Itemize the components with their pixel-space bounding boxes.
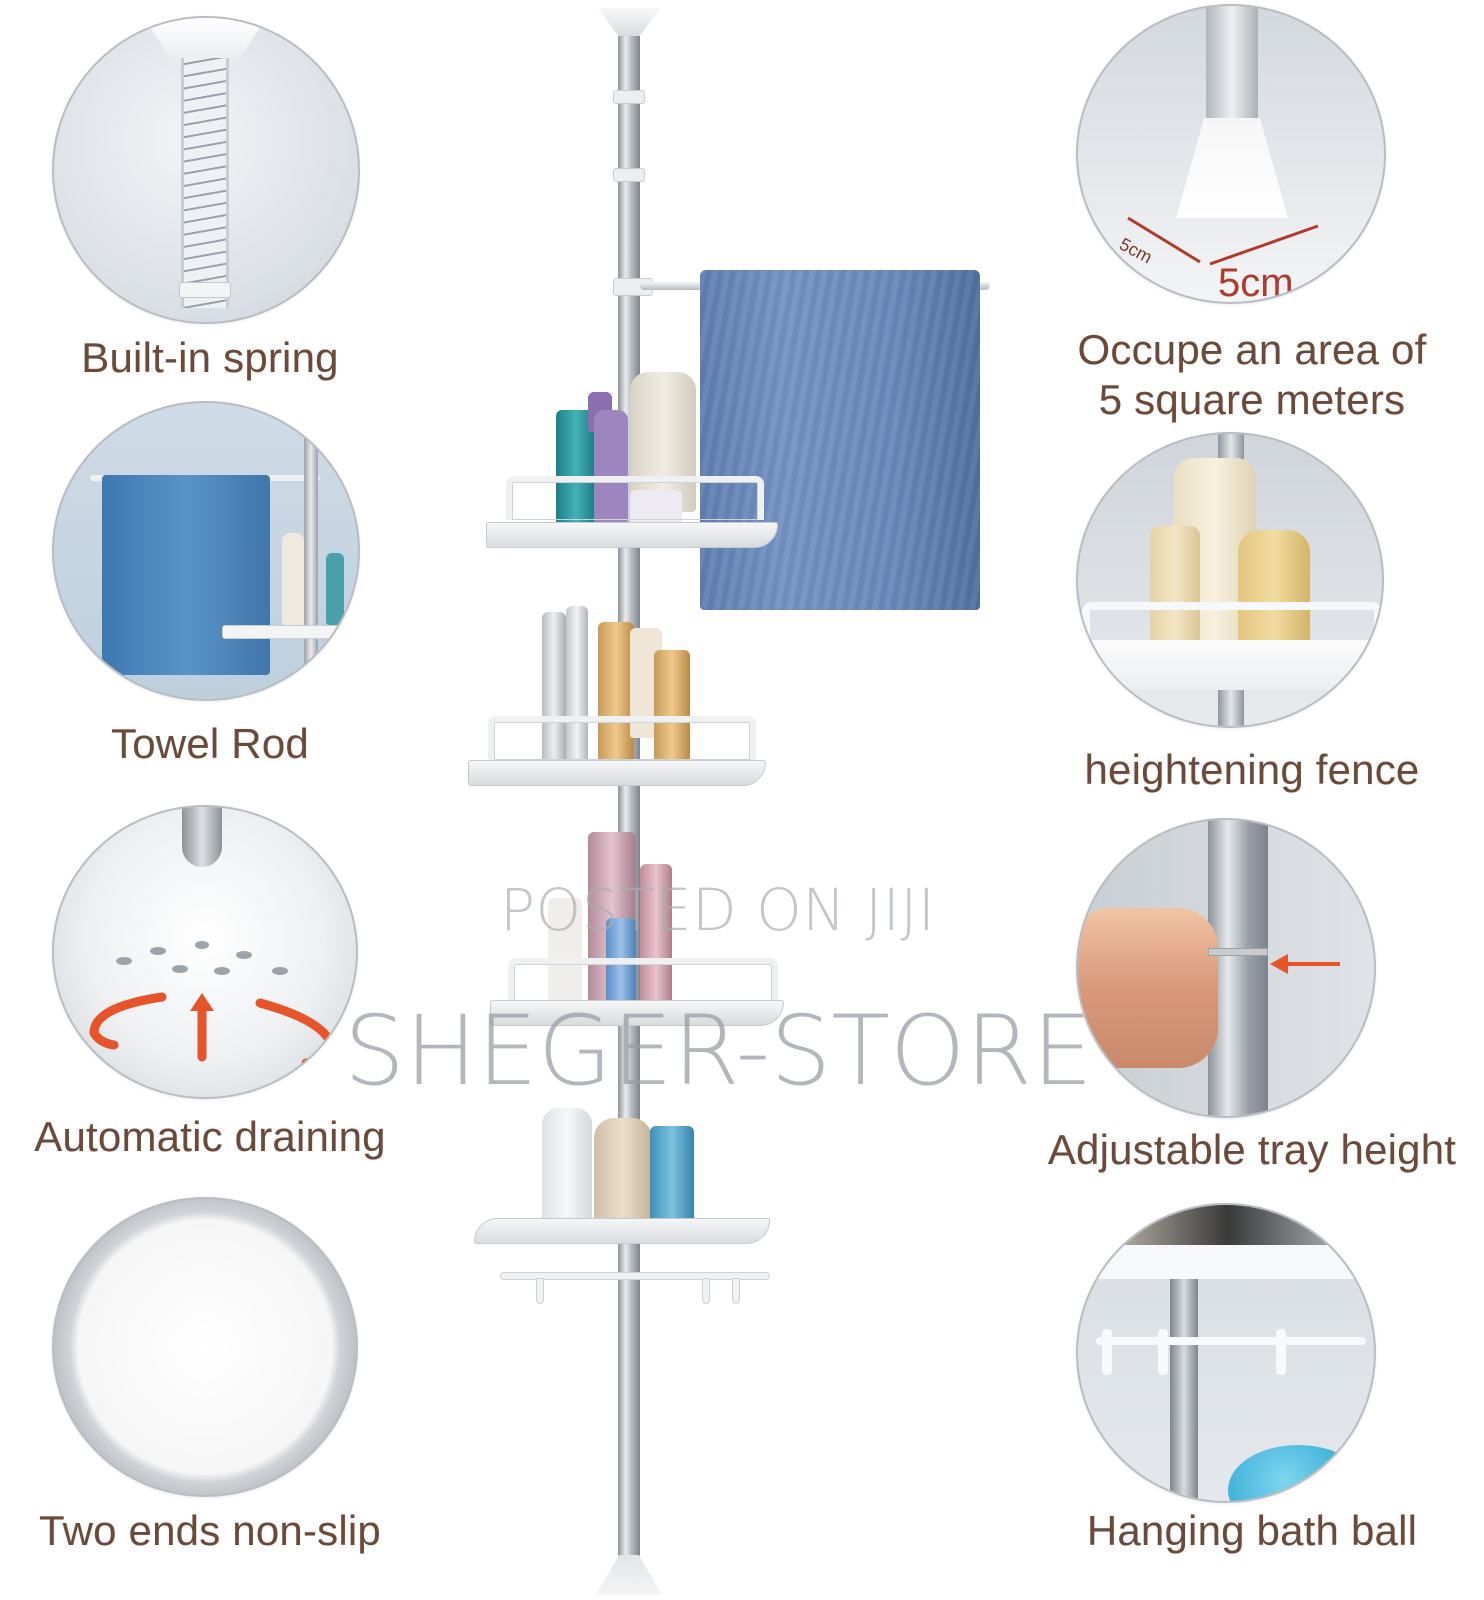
- shelf-fence-icon: [1076, 432, 1384, 728]
- pole-clip: [613, 168, 645, 182]
- pointer-arrow-icon: [1270, 954, 1340, 974]
- feature-occupy-area: 5cm 5cm Occupe an area of 5 square meter…: [1020, 0, 1484, 430]
- drain-pole-stub: [182, 807, 222, 867]
- pump-bottle: [630, 372, 696, 512]
- feature-built-in-spring: Built-in spring: [0, 0, 420, 400]
- shelf-3: [490, 1000, 784, 1026]
- shelf-fence: [508, 958, 778, 1002]
- clear-pump-bottle: [542, 1108, 592, 1232]
- hook-shelf-top: [1078, 1205, 1374, 1245]
- purple-pouf: [594, 410, 628, 530]
- gold-bottle: [598, 622, 634, 772]
- adjust-clip-icon: [1076, 818, 1376, 1118]
- shelf-4: [474, 1218, 770, 1244]
- gold-bottle: [654, 650, 690, 770]
- fence-shelf: [1078, 640, 1382, 690]
- feature-towel-rod: Towel Rod: [0, 395, 420, 785]
- tension-pole-upper: [618, 36, 640, 1556]
- hand-shape: [1078, 908, 1218, 1068]
- top-cap: [598, 8, 660, 38]
- hook: [536, 1278, 544, 1304]
- feature-heightening-fence: heightening fence: [1020, 420, 1484, 800]
- drain-holes-icon: [52, 805, 358, 1099]
- adjust-ring: [1208, 948, 1268, 956]
- hook: [702, 1278, 710, 1304]
- beige-bottle: [594, 1118, 652, 1234]
- mini-shelf: [222, 625, 352, 639]
- shelf-1: [486, 522, 778, 548]
- shelf-fence: [488, 716, 756, 760]
- fence-bottle: [1150, 526, 1200, 646]
- non-slip-pad-icon: [52, 1197, 358, 1497]
- hook: [732, 1278, 740, 1304]
- shelf-2: [468, 760, 766, 786]
- spring-coil-shape: [181, 58, 229, 308]
- hook-rail: [1096, 1337, 1366, 1345]
- feature-automatic-draining: Automatic draining: [0, 795, 420, 1195]
- feature-label: Adjustable tray height: [1047, 1126, 1457, 1173]
- adjust-pole: [1208, 820, 1268, 1116]
- hook-bar-icon: [1076, 1203, 1376, 1503]
- pink-bottle: [640, 864, 672, 1004]
- mini-towel: [102, 475, 270, 675]
- spring-icon: [52, 16, 360, 324]
- mini-bottle: [326, 553, 344, 625]
- white-bottle: [548, 898, 582, 1002]
- feature-label-line1: Occupe an area of: [1077, 326, 1427, 373]
- fence-bottle: [1238, 530, 1310, 650]
- shelf-fence: [506, 476, 764, 520]
- feature-hanging-bath-ball: Hanging bath ball: [1020, 1195, 1484, 1595]
- corner-pole: [1206, 6, 1258, 126]
- feature-label: Towel Rod: [111, 720, 309, 767]
- feature-label: Two ends non-slip: [39, 1507, 381, 1554]
- bath-ball: [1228, 1445, 1368, 1501]
- mini-pole: [304, 403, 318, 699]
- feature-adjustable-tray-height: Adjustable tray height: [1020, 810, 1484, 1190]
- hook-shelf-edge: [1078, 1245, 1374, 1279]
- hook: [1158, 1329, 1168, 1375]
- feature-label-line2: 5 square meters: [1098, 376, 1406, 423]
- blue-towel: [700, 270, 980, 610]
- shower-caddy-product: [468, 0, 1030, 1600]
- dimension-arrows-icon: 5cm 5cm: [1116, 216, 1319, 304]
- mini-bottle: [282, 533, 304, 625]
- feature-two-ends-non-slip: Two ends non-slip: [0, 1185, 420, 1585]
- silver-bottle: [542, 612, 566, 768]
- svg-text:5cm: 5cm: [1116, 234, 1155, 268]
- hook-pole: [1170, 1279, 1198, 1501]
- hook-bar: [500, 1272, 770, 1280]
- feature-label: Automatic draining: [34, 1113, 386, 1160]
- hook: [1102, 1329, 1112, 1375]
- towel-rod-icon: [52, 401, 360, 701]
- feature-label: heightening fence: [1084, 746, 1420, 793]
- corner-base-icon: 5cm 5cm: [1076, 4, 1386, 304]
- silver-bottle: [566, 606, 588, 766]
- pole-clip: [613, 90, 645, 104]
- blue-tube: [650, 1126, 694, 1236]
- drain-arrows-icon: [89, 941, 337, 1068]
- spring-ring: [179, 282, 231, 298]
- hook: [1276, 1329, 1286, 1375]
- feature-label: Built-in spring: [81, 334, 339, 381]
- bottom-cap: [596, 1555, 662, 1595]
- feature-label: Hanging bath ball: [1086, 1507, 1418, 1554]
- fence-rail: [1082, 602, 1382, 644]
- svg-text:5cm: 5cm: [1218, 261, 1294, 304]
